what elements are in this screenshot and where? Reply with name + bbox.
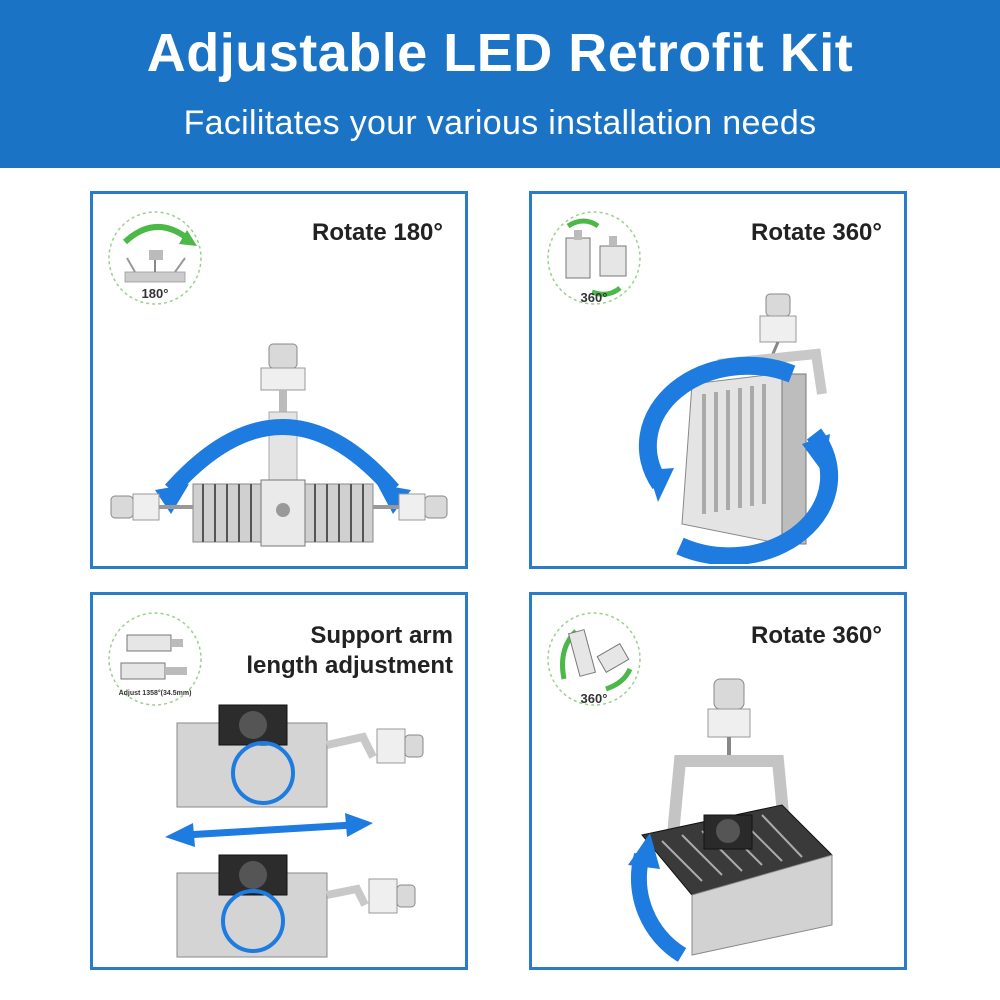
page-subtitle: Facilitates your various installation ne…	[183, 104, 817, 142]
inset-angle-label: 180°	[142, 286, 169, 301]
inset-angle-label: 360°	[581, 691, 608, 706]
lamp-illustration	[165, 704, 424, 958]
panel-caption: Support arm length adjustment	[246, 621, 453, 681]
inset-angle-label: 360°	[581, 290, 608, 305]
panel-caption: Rotate 360°	[751, 219, 882, 246]
lamp-illustration	[638, 293, 839, 564]
panel-caption: Rotate 180°	[312, 219, 443, 246]
panel-arm-adjustment: Support arm length adjustment Adjust 135…	[90, 592, 468, 970]
page-title: Adjustable LED Retrofit Kit	[146, 23, 854, 83]
panel-caption: Rotate 360°	[751, 622, 882, 649]
inset-adjust-label: Adjust 1358°(34.5mm)	[119, 689, 192, 697]
panel-rotate-360-b: Rotate 360° 360°	[529, 592, 907, 970]
rotation-diagram-icon: 180°	[108, 211, 202, 305]
lamp-illustration	[628, 678, 833, 962]
panel-rotate-360-a: Rotate 360° 360°	[529, 191, 907, 569]
lamp-illustration	[110, 343, 448, 547]
panel-caption-line1: Support arm	[310, 622, 453, 649]
rotation-diagram-icon: 360°	[547, 211, 641, 305]
panel-caption-line2: length adjustment	[246, 652, 453, 679]
adjustment-diagram-icon: Adjust 1358°(34.5mm)	[108, 612, 202, 706]
rotation-diagram-icon: 360°	[547, 612, 641, 706]
panel-rotate-180: Rotate 180° 180°	[90, 191, 468, 569]
header-banner: Adjustable LED Retrofit Kit Facilitates …	[0, 0, 1000, 168]
